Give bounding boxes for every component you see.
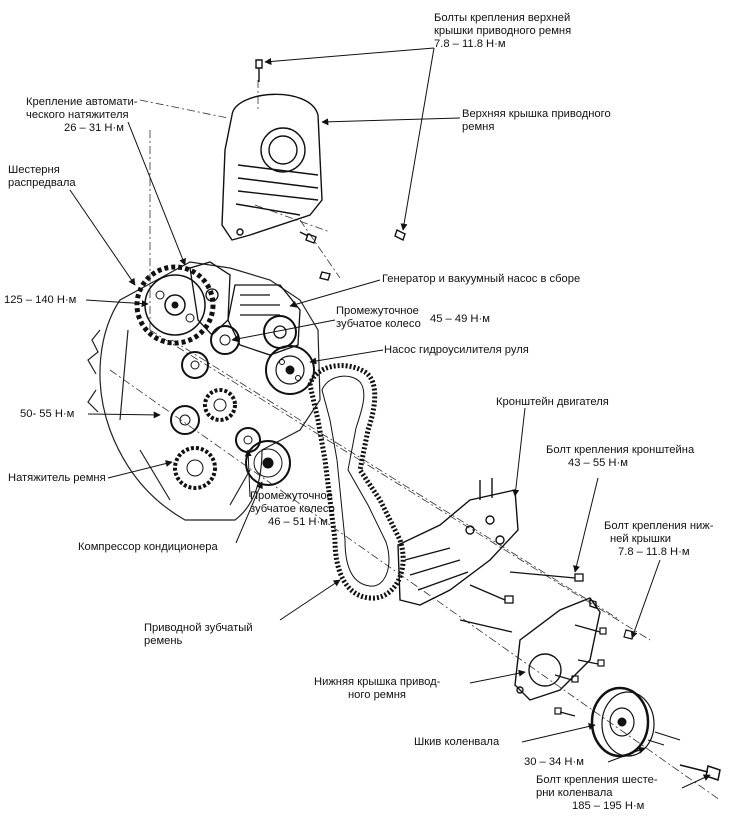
label-lower-cover-bolt: Болт крепления ниж- ней крышки 7.8 – 11.… <box>604 520 714 558</box>
camshaft-gear <box>134 264 216 346</box>
label-upper-cover: Верхняя крышка приводного ремня <box>462 108 611 133</box>
label-tensioner-torque: 50- 55 Н·м <box>20 408 75 420</box>
power-steering-pump <box>265 345 315 395</box>
belt-tensioner <box>170 351 237 435</box>
engine-bracket <box>397 478 519 606</box>
label-camshaft-gear: Шестерня распредвала <box>8 164 76 189</box>
label-lower-cover: Нижняя крышка привод- ного ремня <box>314 676 441 701</box>
label-upper-idler-torque: 45 – 49 Н·м <box>430 313 490 325</box>
label-upper-idler: Промежуточное зубчатое колесо <box>336 305 421 330</box>
label-auto-tensioner: Крепление автомати- ческого натяжителя 2… <box>26 96 138 134</box>
label-generator: Генератор и вакуумный насос в сборе <box>382 273 581 285</box>
crank-gear-bolt <box>679 764 721 781</box>
upper-cover-bolts <box>255 59 406 281</box>
crankshaft-pulley <box>590 686 681 758</box>
lower-cover-bolts <box>554 624 635 717</box>
label-camshaft-gear-torque: 125 – 140 Н·м <box>4 294 77 306</box>
label-upper-cover-bolts: Болты крепления верхней крышки приводног… <box>434 12 572 50</box>
label-power-steering-pump: Насос гидроусилителя руля <box>384 344 529 356</box>
label-belt-tensioner: Натяжитель ремня <box>8 472 106 484</box>
label-crank-gear-bolt: Болт крепления шесте- рни коленвала 185 … <box>536 774 658 812</box>
upper-idler-gear <box>210 325 240 355</box>
leader-lines <box>69 47 711 789</box>
timing-belt <box>307 363 406 601</box>
label-pulley-torque: 30 – 34 Н·м <box>524 756 584 768</box>
label-timing-belt: Приводной зубчатый ремень <box>144 622 253 647</box>
upper-cover <box>221 93 323 241</box>
crankshaft-gear <box>173 446 217 490</box>
label-crankshaft-pulley: Шкив коленвала <box>414 736 500 748</box>
assembly-axes <box>109 80 721 801</box>
lower-cover <box>514 597 601 701</box>
lower-idler-gear <box>235 427 261 453</box>
bracket-bolts <box>459 571 584 633</box>
ac-compressor-pulley <box>245 440 291 486</box>
label-ac-compressor: Компрессор кондиционера <box>78 541 218 553</box>
label-engine-bracket: Кронштейн двигателя <box>496 396 609 408</box>
label-lower-idler: Промежуточное зубчатое колесо 46 – 51 Н·… <box>250 490 335 528</box>
label-bracket-bolt: Болт крепления кронштейна 43 – 55 Н·м <box>546 444 695 469</box>
